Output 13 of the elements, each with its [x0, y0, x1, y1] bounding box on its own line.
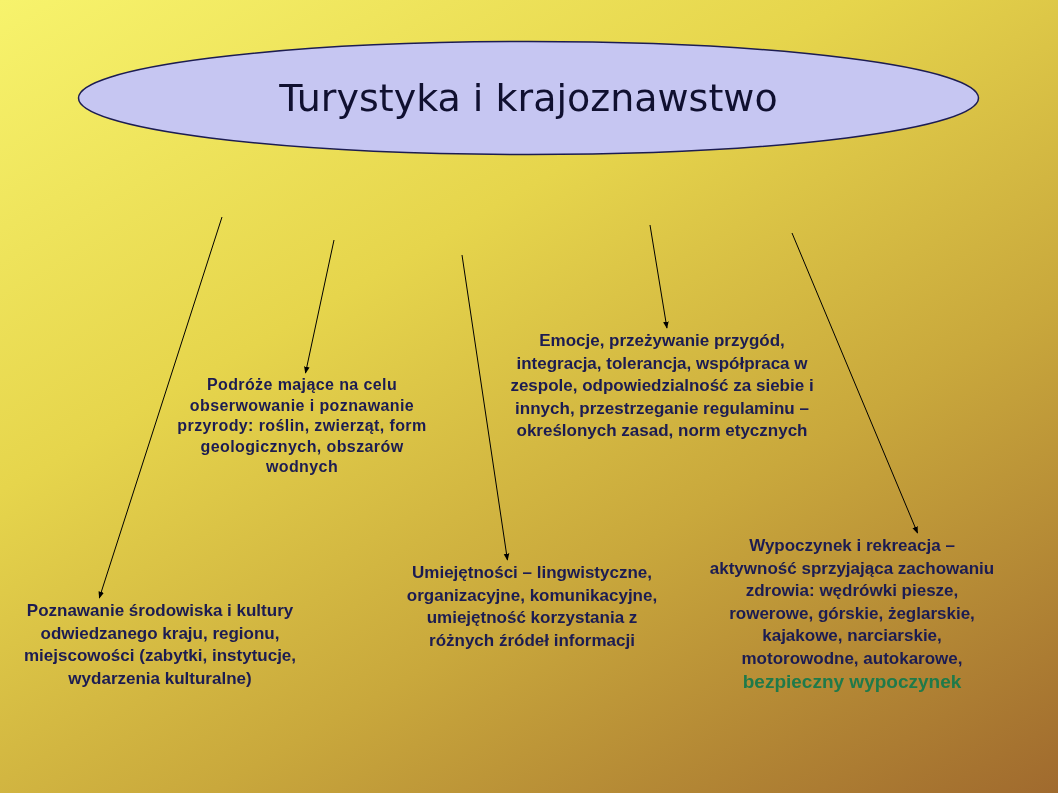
title-text: Turystyka i krajoznawstwo	[279, 75, 778, 121]
arrow	[791, 232, 919, 534]
node-text: Umiejętności – lingwistyczne, organizacyjne, komunikacyjne, umiejętność korzystania z różnych źródeł informacji	[405, 562, 659, 652]
node-text: Emocje, przeżywanie przygód, integracja, tolerancja, współpraca w zespole, odpowiedzialność za siebie i innych, przestrzeganie regulaminu – określonych zasad, norm etycznych	[509, 330, 815, 442]
node-text: Wypoczynek i rekreacja – aktywność sprzyjająca zachowaniu zdrowia: wędrówki piesze, rowerowe, górskie, żeglarskie, kajakowe, narciarskie, motorowodne, autokarowe,	[708, 535, 996, 670]
arrow	[304, 239, 335, 374]
highlight-text: bezpieczny wypoczynek	[742, 670, 962, 694]
arrow	[649, 224, 669, 329]
arrow	[461, 254, 510, 561]
arrow	[98, 216, 223, 599]
node-text: Podróże mające na celu obserwowanie i poznawanie przyrody: roślin, zwierząt, form geologicznych, obszarów wodnych	[176, 375, 428, 477]
node-text: Poznawanie środowiska i kultury odwiedzanego kraju, regionu, miejscowości (zabytki, instytucje, wydarzenia kulturalne)	[22, 600, 298, 690]
title-ellipse	[77, 40, 980, 156]
